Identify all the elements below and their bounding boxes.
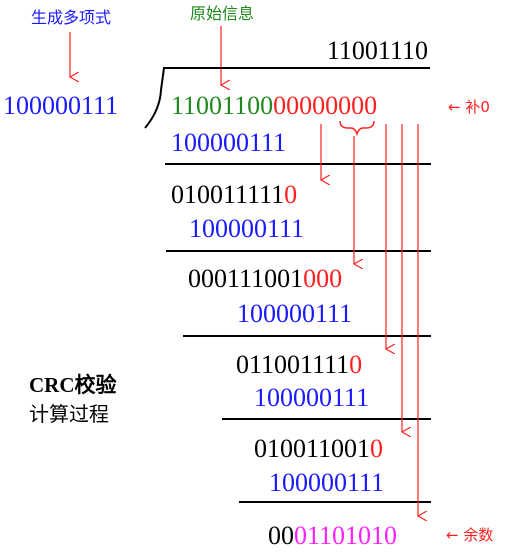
- step3-partial: 000111001000: [188, 264, 342, 293]
- zeros-brace: [339, 120, 375, 137]
- remainder: 0001101010: [268, 521, 397, 550]
- divisor: 100000111: [3, 91, 118, 120]
- quotient: 11001110: [327, 36, 428, 65]
- generator-poly-label: 生成多项式: [31, 8, 111, 27]
- step5-subtrahend: 100000111: [269, 468, 384, 497]
- step1-subtrahend: 100000111: [171, 128, 286, 157]
- step4-subtrahend: 100000111: [254, 383, 369, 412]
- pad-zero-label: ← 补0: [448, 98, 490, 116]
- step4-partial: 0110011110: [236, 350, 362, 379]
- step2-subtrahend: 100000111: [189, 214, 304, 243]
- step5-partial: 0100110010: [254, 434, 383, 463]
- dividend: 1100110000000000: [171, 91, 377, 120]
- step3-subtrahend: 100000111: [237, 299, 352, 328]
- original-info-label: 原始信息: [190, 4, 254, 23]
- division-bracket: [144, 67, 430, 129]
- dividend-data: 11001100: [171, 91, 273, 120]
- process-caption-line1: CRC校验: [29, 373, 117, 397]
- process-caption-line2: 计算过程: [29, 402, 109, 426]
- step2-partial: 0100111110: [171, 180, 297, 209]
- remainder-label: ← 余数: [446, 526, 493, 544]
- dividend-zeros: 00000000: [273, 91, 377, 120]
